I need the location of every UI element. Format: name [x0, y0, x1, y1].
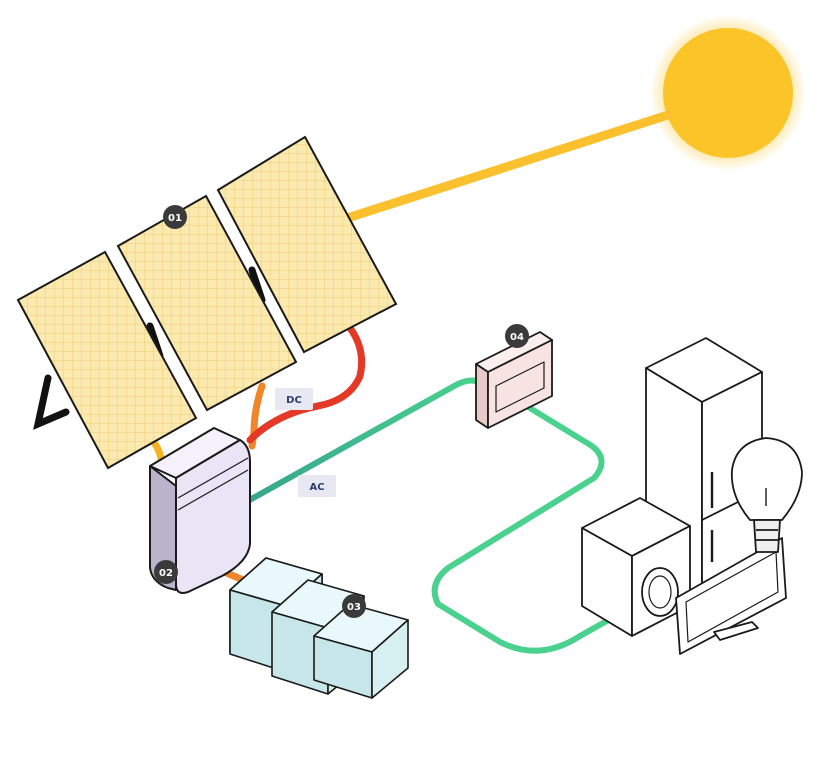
badge-breaker-box: 04 [505, 324, 529, 348]
badge-inverter-number: 02 [159, 568, 173, 579]
ac-label-tag: AC [298, 475, 336, 497]
dc-label: DC [286, 395, 302, 406]
battery-3 [313, 603, 409, 699]
badge-breaker-box-number: 04 [510, 332, 524, 343]
badge-inverter: 02 [154, 560, 178, 584]
badge-batteries-number: 03 [347, 602, 361, 613]
television-icon [675, 537, 787, 655]
dc-label-tag: DC [275, 388, 313, 410]
breaker-box [475, 331, 553, 429]
batteries [229, 557, 409, 699]
solar-panel-left [16, 250, 198, 470]
ac-label: AC [309, 482, 324, 493]
inverter [149, 427, 251, 594]
solar-panel-right [216, 135, 398, 354]
badge-batteries: 03 [342, 594, 366, 618]
solar-panels [16, 135, 398, 470]
sun-icon [650, 15, 806, 171]
cable-dc-positive [246, 324, 366, 444]
badge-solar-panels-number: 01 [168, 213, 182, 224]
washing-machine-icon [581, 497, 691, 637]
light-bulb-icon [730, 437, 803, 553]
badge-solar-panels: 01 [163, 205, 187, 229]
